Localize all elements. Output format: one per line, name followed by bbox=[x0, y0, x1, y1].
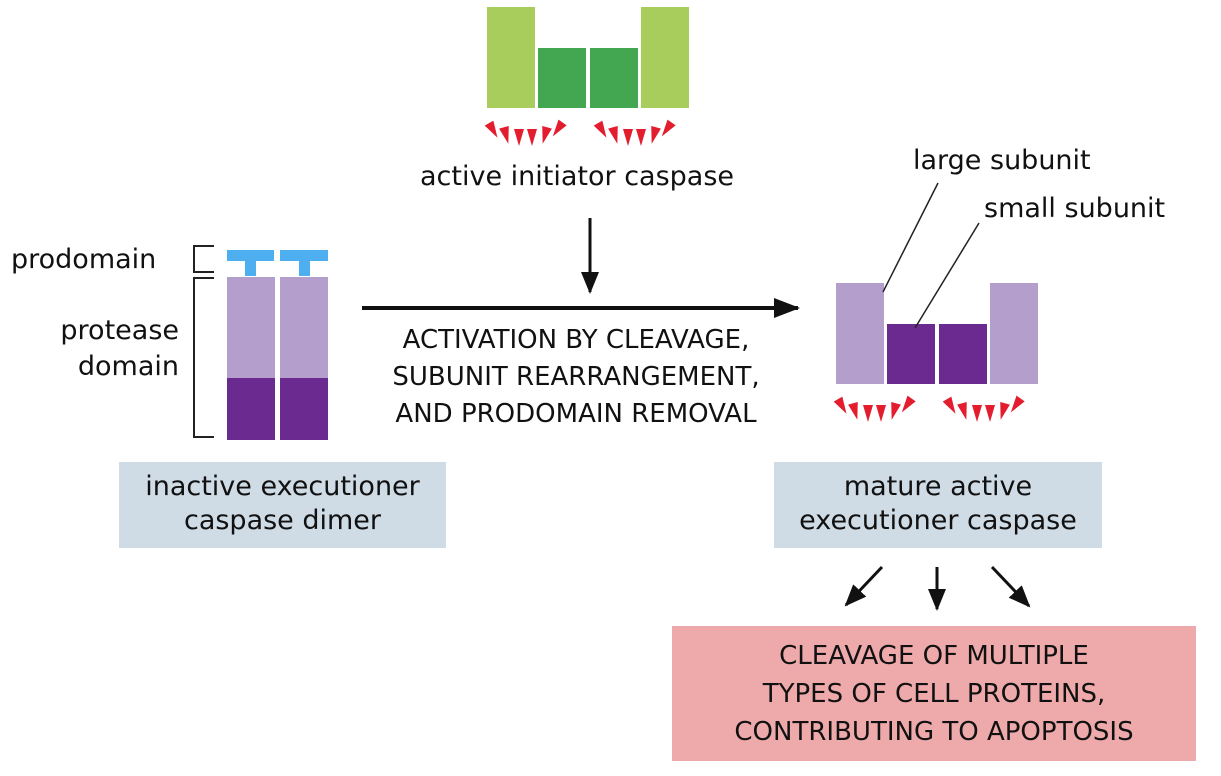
prodomain-label: prodomain bbox=[11, 244, 157, 275]
dimer-large-subunit-left bbox=[227, 277, 275, 378]
active-site-spike bbox=[891, 401, 901, 420]
mature-caspase-box-line1: mature active bbox=[843, 471, 1033, 502]
initiator-active-sites bbox=[484, 119, 676, 146]
large-subunit-leader bbox=[882, 182, 939, 293]
active-site-spike bbox=[848, 401, 858, 420]
inactive-dimer bbox=[193, 245, 328, 440]
outcome-arrow-right bbox=[990, 565, 1031, 608]
active-site-spike bbox=[957, 401, 967, 420]
active-site-spike bbox=[863, 405, 873, 422]
active-site-spike bbox=[972, 405, 982, 422]
active-site-spike bbox=[514, 129, 524, 146]
mature-large-subunit-right bbox=[990, 283, 1038, 384]
active-site-spike bbox=[942, 396, 956, 414]
activation-text-line2: SUBUNIT REARRANGEMENT, bbox=[392, 362, 760, 392]
active-site-spike bbox=[901, 395, 916, 413]
active-site-spike bbox=[833, 396, 847, 414]
initiator-label: active initiator caspase bbox=[420, 161, 735, 192]
outcome-box-line3: CONTRIBUTING TO APOPTOSIS bbox=[734, 717, 1134, 747]
small-subunit-leader bbox=[914, 222, 980, 329]
active-site-spike bbox=[593, 120, 607, 138]
active-site-spike bbox=[527, 129, 537, 146]
protease-domain-label-line2: domain bbox=[77, 351, 179, 382]
dimer-small-subunit-right bbox=[280, 378, 328, 440]
small-subunit-label: small subunit bbox=[984, 193, 1166, 224]
protease-bracket bbox=[193, 277, 214, 438]
initiator-large-subunit-right bbox=[641, 7, 689, 108]
mature-active-sites bbox=[833, 395, 1025, 422]
active-site-spike bbox=[608, 125, 618, 144]
inactive-dimer-box: inactive executioner caspase dimer bbox=[119, 462, 446, 548]
activation-text: ACTIVATION BY CLEAVAGE, SUBUNIT REARRANG… bbox=[350, 322, 802, 433]
mature-caspase bbox=[833, 182, 1038, 422]
active-site-spike bbox=[636, 129, 646, 146]
inactive-dimer-box-line2: caspase dimer bbox=[183, 505, 382, 536]
active-site-spike bbox=[542, 125, 552, 144]
mature-large-subunit-left bbox=[836, 283, 884, 384]
prodomain-left bbox=[227, 250, 274, 276]
active-site-spike bbox=[651, 125, 661, 144]
active-site-spike bbox=[1000, 401, 1010, 420]
initiator-caspase bbox=[484, 7, 689, 146]
initiator-small-subunit-right bbox=[590, 48, 638, 108]
initiator-small-subunit-left bbox=[538, 48, 586, 108]
active-site-spike bbox=[552, 119, 567, 137]
active-site-spike bbox=[661, 119, 676, 137]
dimer-small-subunit-left bbox=[227, 378, 275, 440]
mature-caspase-box-line2: executioner caspase bbox=[799, 505, 1077, 536]
outcome-arrow-left bbox=[844, 565, 884, 607]
outcome-box: CLEAVAGE OF MULTIPLE TYPES OF CELL PROTE… bbox=[672, 626, 1196, 761]
active-site-spike bbox=[1010, 395, 1025, 413]
active-site-spike bbox=[623, 129, 633, 146]
activation-text-line1: ACTIVATION BY CLEAVAGE, bbox=[402, 325, 750, 355]
dimer-large-subunit-right bbox=[280, 277, 328, 378]
active-site-spike bbox=[985, 405, 995, 422]
activation-text-line3: AND PRODOMAIN REMOVAL bbox=[395, 399, 757, 429]
prodomain-right bbox=[280, 250, 328, 276]
prodomain-bracket bbox=[193, 245, 214, 273]
active-site-spike bbox=[484, 120, 498, 138]
active-site-spike bbox=[499, 125, 509, 144]
outcome-box-line1: CLEAVAGE OF MULTIPLE bbox=[779, 641, 1089, 671]
protease-domain-label-line1: protease bbox=[60, 315, 179, 346]
large-subunit-label: large subunit bbox=[913, 145, 1091, 176]
mature-small-subunit-right bbox=[939, 324, 987, 384]
initiator-large-subunit-left bbox=[487, 7, 535, 108]
active-site-spike bbox=[876, 405, 886, 422]
mature-small-subunit-left bbox=[887, 324, 935, 384]
outcome-box-line2: TYPES OF CELL PROTEINS, bbox=[762, 679, 1106, 709]
inactive-dimer-box-line1: inactive executioner bbox=[145, 471, 420, 502]
mature-caspase-box: mature active executioner caspase bbox=[774, 462, 1102, 548]
